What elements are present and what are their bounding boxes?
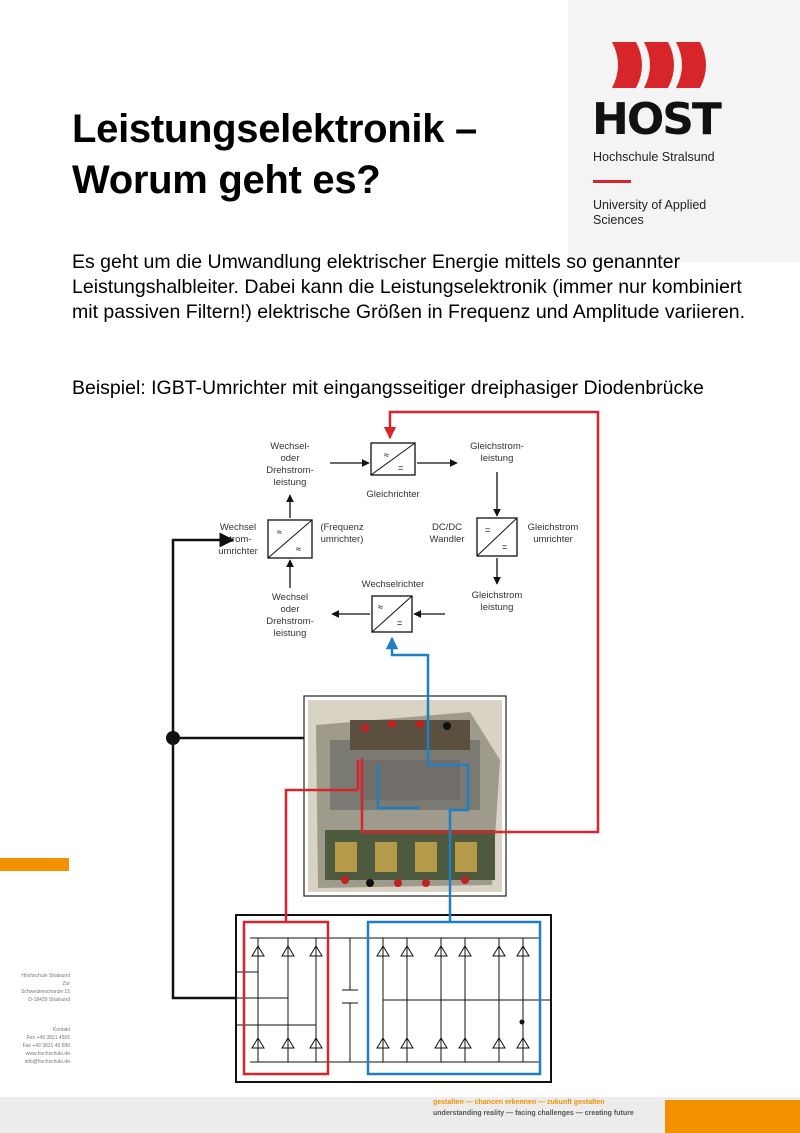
contact-line: info@hochschule.de <box>24 1059 70 1065</box>
footer-orange-block <box>665 1100 800 1133</box>
label-dc-power-top: Gleichstrom-leistung <box>470 441 524 464</box>
inverter-block: ≈= <box>371 595 413 633</box>
svg-text:≈: ≈ <box>296 544 301 554</box>
logo-wordmark: HOST <box>592 94 722 145</box>
example-paragraph: Beispiel: IGBT-Umrichter mit eingangssei… <box>72 377 704 399</box>
red-connection <box>284 410 600 922</box>
rectifier-block: ≈= <box>370 442 416 476</box>
svg-text:=: = <box>485 525 490 535</box>
svg-text:≈: ≈ <box>277 527 282 537</box>
contact-line: Fon +49 3831 4565 <box>26 1035 70 1041</box>
footer-slogan-de: gestalten — chancen erkennen — zukunft g… <box>433 1099 605 1106</box>
contact-line: Kontakt <box>53 1027 70 1033</box>
label-rectifier: Gleichrichter <box>366 489 419 500</box>
contact-line: Fax +49 3831 45 680 <box>22 1043 70 1049</box>
device-photo <box>303 695 507 897</box>
sender-line: Hochschule Stralsund <box>21 973 70 979</box>
logo-divider <box>593 180 631 183</box>
contact-block: Kontakt Fon +49 3831 4565 Fax +49 3831 4… <box>10 1026 70 1066</box>
orange-accent-bar <box>0 858 69 871</box>
intro-paragraph: Es geht um die Umwandlung elektrischer E… <box>72 251 746 323</box>
flow-arrows <box>286 459 501 618</box>
page-title: Leistungselektronik – Worum geht es? <box>72 107 477 202</box>
label-inverter: Wechselrichter <box>362 579 425 590</box>
svg-text:=: = <box>398 463 403 473</box>
blue-connection <box>376 636 470 922</box>
inverter-highlight <box>366 920 542 1076</box>
logo-subtitle: Hochschule Stralsund <box>593 150 715 164</box>
svg-text:=: = <box>502 542 507 552</box>
sender-line: D-18435 Stralsund <box>28 997 70 1003</box>
contact-line: www.hochschule.de <box>25 1051 70 1057</box>
sender-line: Zur Schwedenschanze 15 <box>21 981 70 995</box>
dcdc-block: == <box>476 517 518 557</box>
logo-chevrons-icon <box>612 42 706 88</box>
footer-slogan-en: understanding reality — facing challenge… <box>433 1110 634 1117</box>
black-connection <box>171 532 304 1000</box>
sender-block: Hochschule Stralsund Zur Schwedenschanze… <box>20 972 70 1004</box>
circuit-schematic <box>235 914 552 1083</box>
junction-dot <box>166 731 180 745</box>
svg-text:=: = <box>397 618 402 628</box>
logo-tagline: University of Applied Sciences <box>593 198 707 227</box>
ac-converter-block: ≈≈ <box>267 519 313 559</box>
svg-text:≈: ≈ <box>384 450 389 460</box>
svg-text:≈: ≈ <box>378 602 383 612</box>
